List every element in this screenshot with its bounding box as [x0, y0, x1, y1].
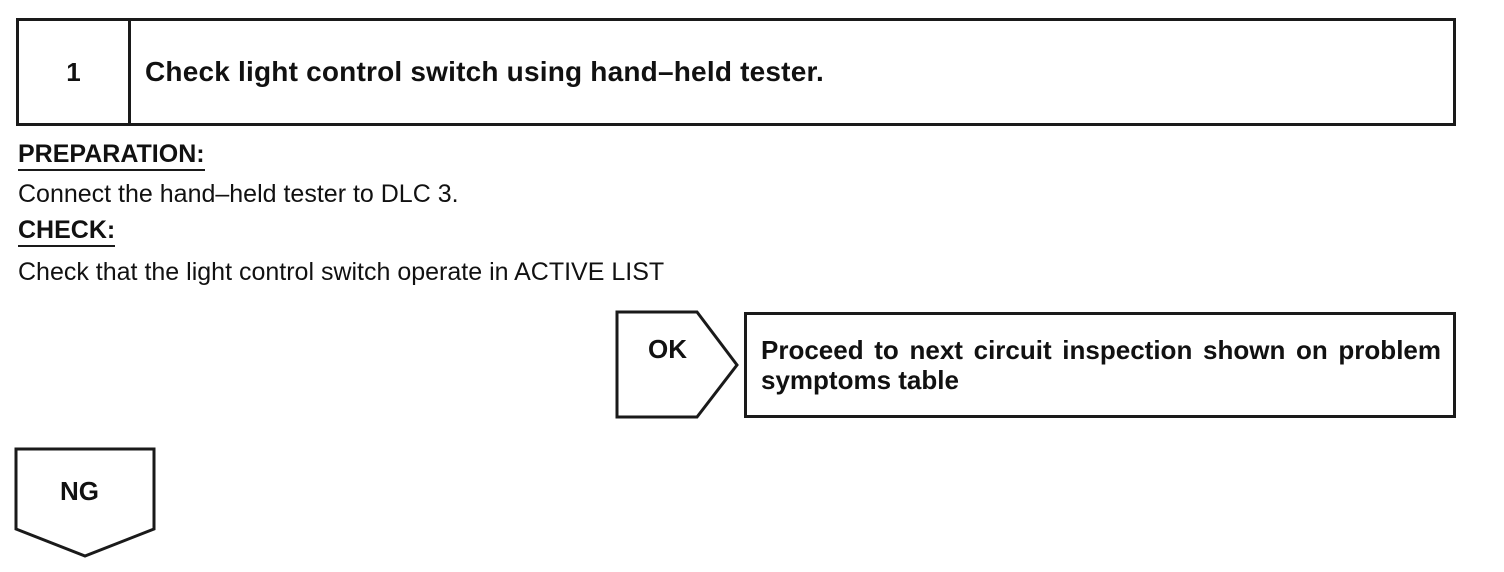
- check-text: Check that the light control switch oper…: [18, 258, 665, 286]
- step-number: 1: [19, 21, 131, 123]
- check-label: CHECK:: [18, 216, 116, 247]
- ng-label: NG: [60, 476, 99, 506]
- ok-result-text: Proceed to next circuit inspection shown…: [761, 335, 1441, 395]
- preparation-label: PREPARATION:: [18, 140, 205, 171]
- ok-label: OK: [648, 334, 687, 364]
- preparation-text: Connect the hand–held tester to DLC 3.: [18, 180, 459, 208]
- ok-arrow-shape: [615, 310, 739, 419]
- step-header: 1 Check light control switch using hand–…: [16, 18, 1456, 126]
- ng-arrow-shape: [14, 447, 156, 558]
- ok-result-box: Proceed to next circuit inspection shown…: [744, 312, 1456, 418]
- step-title: Check light control switch using hand–he…: [145, 56, 824, 87]
